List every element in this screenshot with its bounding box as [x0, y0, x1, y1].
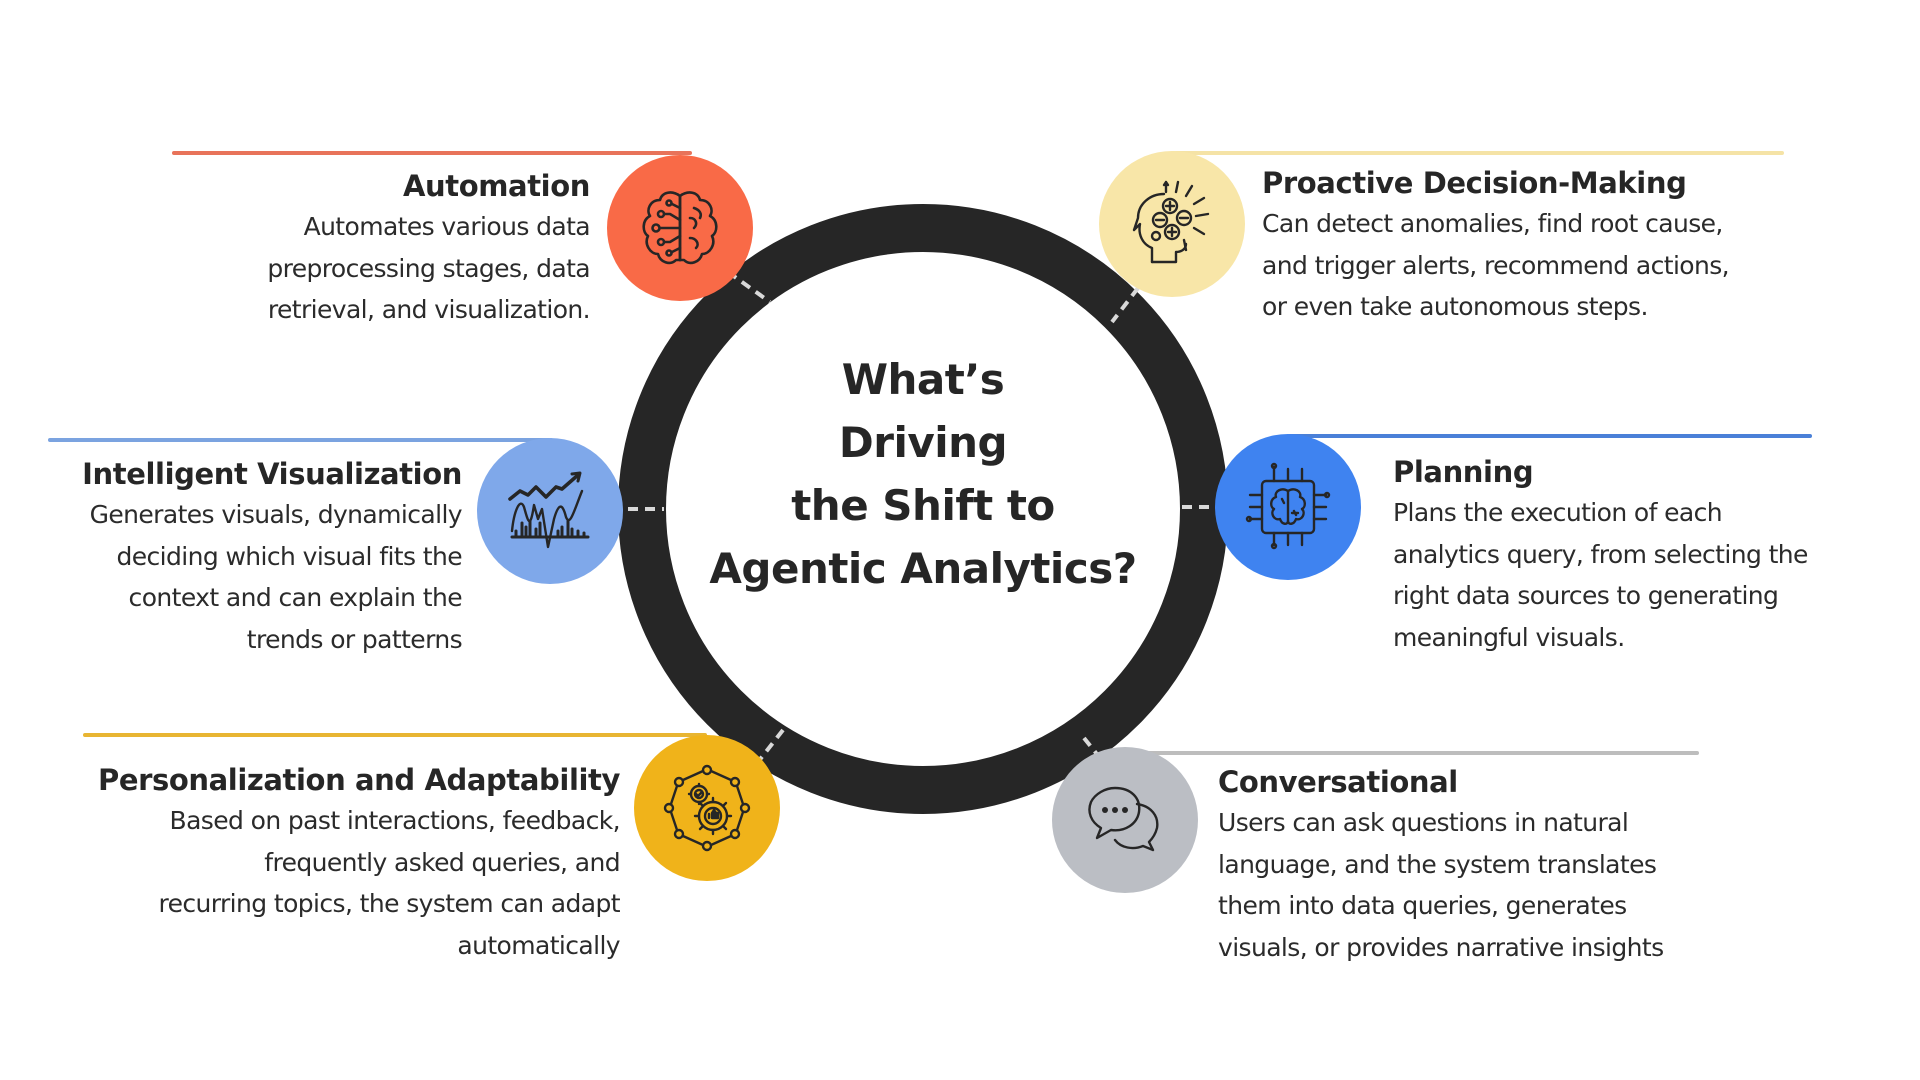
personalization-circle — [634, 735, 780, 881]
planning-title: Planning — [1393, 455, 1534, 489]
intelligent-visualization-block: Intelligent Visualization Generates visu… — [82, 454, 462, 660]
proactive-block: Proactive Decision-Making Can detect ano… — [1262, 163, 1730, 328]
automation-circle — [607, 155, 753, 301]
desc-line: deciding which visual fits the — [116, 541, 462, 571]
desc-line: Generates visuals, dynamically — [89, 500, 463, 529]
automation-title: Automation — [402, 169, 590, 203]
center-title-line-1: What’s — [841, 355, 1005, 404]
desc-line: frequently asked queries, and — [264, 847, 620, 877]
conversational-title: Conversational — [1218, 765, 1458, 799]
desc-line: Automates various data — [303, 212, 591, 241]
desc-line: them into data queries, generates — [1218, 891, 1627, 920]
desc-line: visuals, or provides narrative insights — [1218, 932, 1664, 962]
planning-circle — [1215, 434, 1361, 580]
trend-chart-icon — [508, 471, 590, 549]
conversational-block: Conversational Users can ask questions i… — [1218, 762, 1664, 968]
desc-line: automatically — [457, 930, 620, 960]
proactive-circle — [1099, 151, 1245, 297]
planning-block: Planning Plans the execution of each ana… — [1393, 452, 1808, 658]
conversational-description: Users can ask questions in natural langu… — [1218, 802, 1664, 968]
proactive-accent-line — [1172, 151, 1784, 155]
brain-chip-icon — [1245, 462, 1331, 550]
desc-line: analytics query, from selecting the — [1393, 539, 1808, 569]
desc-line: preprocessing stages, data — [267, 253, 590, 283]
intelligent-visualization-circle — [477, 438, 623, 584]
conversational-circle — [1052, 747, 1198, 893]
brain-circuit-icon — [642, 191, 718, 265]
desc-line: Based on past interactions, feedback, — [169, 806, 621, 835]
desc-line: right data sources to generating — [1393, 581, 1779, 610]
desc-line: trends or patterns — [246, 624, 463, 654]
desc-line: language, and the system translates — [1218, 849, 1657, 879]
desc-line: and trigger alerts, recommend actions, — [1262, 250, 1730, 280]
center-title-line-4: Agentic Analytics? — [709, 544, 1137, 593]
desc-line: retrieval, and visualization. — [267, 295, 591, 324]
proactive-title: Proactive Decision-Making — [1262, 166, 1687, 200]
intelligent-visualization-description: Generates visuals, dynamically deciding … — [82, 494, 463, 660]
proactive-description: Can detect anomalies, find root cause, a… — [1262, 203, 1730, 328]
desc-line: recurring topics, the system can adapt — [158, 889, 620, 918]
personalization-block: Personalization and Adaptability Based o… — [97, 760, 621, 966]
center-title-line-2: Driving — [838, 418, 1008, 467]
desc-line: meaningful visuals. — [1393, 622, 1625, 652]
planning-accent-line — [1288, 434, 1812, 438]
desc-line: or even take autonomous steps. — [1262, 292, 1648, 321]
conversational-accent-line — [1125, 751, 1699, 755]
desc-line: Users can ask questions in natural — [1218, 808, 1629, 837]
desc-line: context and can explain the — [128, 583, 463, 612]
center-title: What’s Driving the Shift to Agentic Anal… — [673, 348, 1173, 600]
automation-accent-line — [172, 151, 692, 155]
chat-bubbles-icon — [1088, 786, 1159, 852]
planning-description: Plans the execution of each analytics qu… — [1393, 492, 1808, 658]
desc-line: Can detect anomalies, find root cause, — [1262, 209, 1723, 238]
desc-line: Plans the execution of each — [1393, 498, 1723, 527]
automation-block: Automation Automates various data prepro… — [267, 166, 590, 331]
head-decision-icon — [1132, 180, 1210, 264]
personalization-accent-line — [83, 733, 707, 737]
center-title-line-3: the Shift to — [791, 481, 1055, 530]
personalization-description: Based on past interactions, feedback, fr… — [98, 800, 620, 966]
gears-network-icon — [663, 764, 751, 852]
personalization-title: Personalization and Adaptability — [97, 763, 620, 797]
intelligent-visualization-accent-line — [48, 438, 553, 442]
automation-description: Automates various data preprocessing sta… — [267, 206, 590, 331]
intelligent-visualization-title: Intelligent Visualization — [82, 457, 462, 491]
